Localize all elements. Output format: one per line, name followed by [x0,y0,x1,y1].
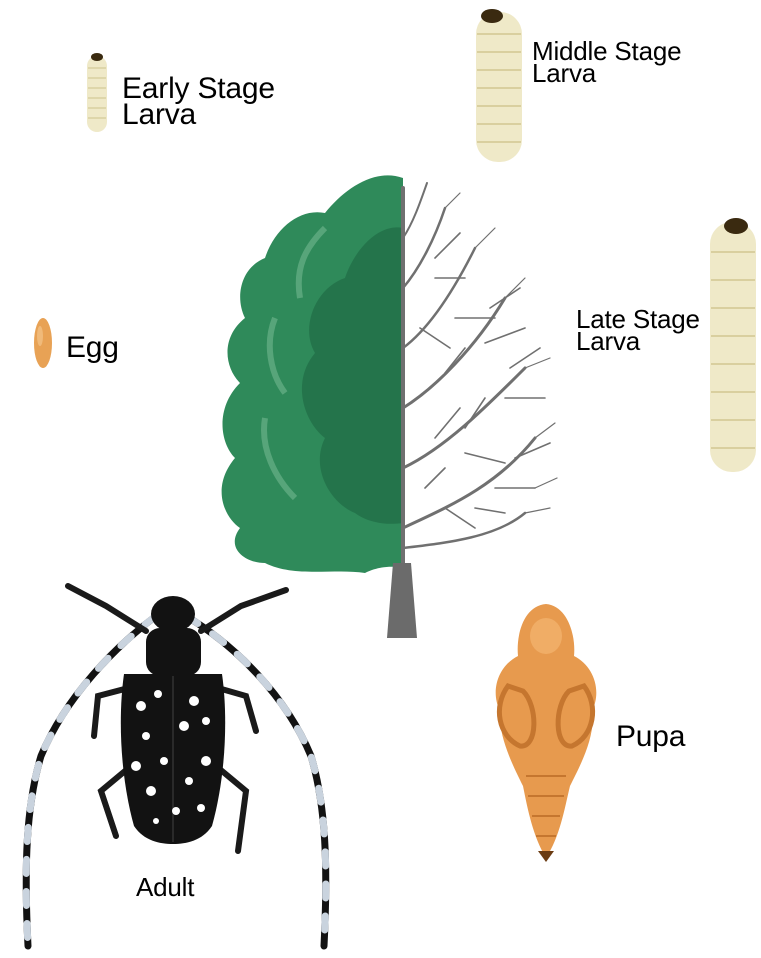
pupa-icon [478,596,614,866]
late-larva-icon [706,212,760,476]
late-larva-label: Late Stage Larva [576,308,700,352]
egg-icon [32,316,54,370]
tree-trunk [387,563,417,638]
middle-larva-label: Middle Stage Larva [532,40,681,84]
egg-label: Egg [66,335,119,361]
early-larva-label: Early Stage Larva [122,76,275,128]
early-larva-icon [82,50,112,135]
pupa-label: Pupa [616,724,685,750]
tree-illustration [205,168,570,643]
adult-label: Adult [136,876,194,898]
middle-larva-icon [468,4,530,166]
bare-branches [403,183,557,568]
